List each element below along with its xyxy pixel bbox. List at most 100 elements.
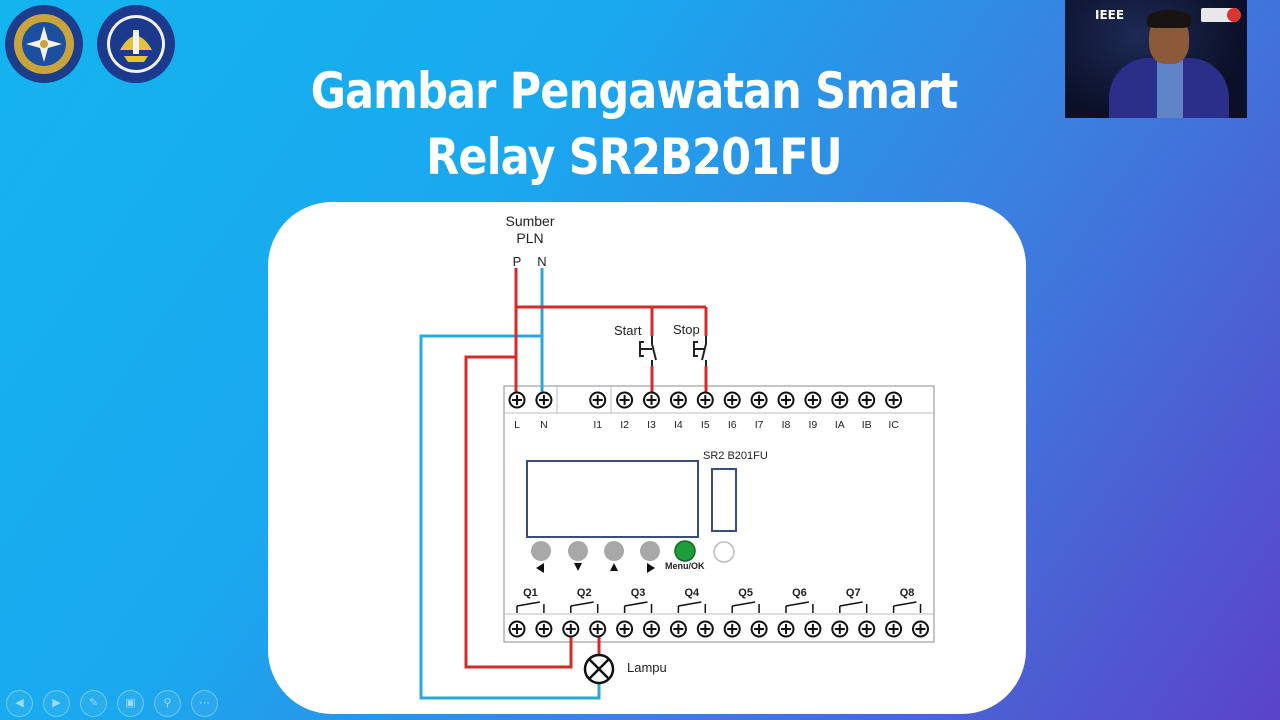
input-screw-n [535,391,553,409]
more-icon[interactable]: ⋯ [191,690,218,717]
left-key [531,541,551,561]
neutral-wire-to-lamp [419,334,601,700]
terminal-label-i5: I5 [701,419,710,431]
terminal-label-ic: IC [888,419,899,431]
presentation-toolbar: ◀ ▶ ✎ ▣ ⚲ ⋯ [6,690,218,717]
terminal-label-i1: I1 [593,419,602,431]
output-screw-15 [885,620,903,638]
lamp-symbol [583,653,615,685]
next-icon[interactable]: ▶ [43,690,70,717]
terminal-label-i8: I8 [782,419,791,431]
power-source-label-line2: PLN [516,230,543,246]
output-label-q2: Q2 [577,587,592,599]
output-screw-terminals [508,620,929,638]
output-label-q8: Q8 [900,587,915,599]
lcd-display [526,460,699,538]
output-screw-12 [804,620,822,638]
slides-icon[interactable]: ▣ [117,690,144,717]
universitas-negeri-yogyakarta-logo [96,4,176,84]
output-screw-1 [508,620,526,638]
stop-pushbutton [693,336,707,366]
previous-icon[interactable]: ◀ [6,690,33,717]
output-label-q5: Q5 [738,587,753,599]
input-screw-i2 [616,391,634,409]
terminal-label-i2: I2 [620,419,629,431]
input-screw-ic [885,391,903,409]
output-screw-7 [669,620,687,638]
down-key [568,541,588,561]
school-emblem-logo [4,4,84,84]
output-screw-3 [562,620,580,638]
phase-to-q2-common [464,355,573,669]
pen-icon[interactable]: ✎ [80,690,107,717]
presenter-hair [1147,10,1191,28]
terminal-label-l: L [514,419,520,431]
relay-contact-q6 [785,601,814,613]
start-label: Start [614,323,642,338]
terminal-label-n: N [540,419,548,431]
output-label-q1: Q1 [523,587,538,599]
menu-ok-label: Menu/OK [665,561,705,571]
slide-title-line2: Relay SR2B201FU [426,128,842,186]
neutral-wires [419,268,601,700]
output-screw-13 [831,620,849,638]
webcam-overlay-text: IEEE [1095,8,1125,22]
left-arrow-icon [536,563,544,573]
presenter-shirt [1157,60,1183,118]
output-screw-9 [723,620,741,638]
output-screw-10 [750,620,768,638]
start-pushbutton [639,336,657,366]
terminal-label-i7: I7 [755,419,764,431]
input-screw-i4 [669,391,687,409]
stop-label: Stop [673,322,700,337]
output-screw-4 [589,620,607,638]
esc-key [713,541,735,563]
output-screw-8 [696,620,714,638]
input-screw-i3 [643,391,660,409]
power-source-label-line1: Sumber [505,213,554,229]
terminal-label-i6: I6 [728,419,737,431]
input-screw-i5 [696,391,714,409]
lamp-label: Lampu [627,660,667,675]
input-screw-i8 [777,391,795,409]
relay-contact-q2 [570,601,599,613]
neutral-label: N [537,254,546,269]
output-label-q3: Q3 [631,587,646,599]
webcam-video-feed: IEEE [1065,0,1247,118]
relay-contact-q1 [516,601,545,613]
output-screw-2 [535,620,553,638]
input-screw-terminals [508,391,903,409]
input-screw-ia [831,391,849,409]
zoom-icon[interactable]: ⚲ [154,690,181,717]
phase-wires [464,268,708,669]
terminal-label-ia: IA [835,419,845,431]
output-screw-6 [643,620,660,638]
terminal-label-i3: I3 [647,419,656,431]
relay-contact-q7 [839,601,868,613]
down-arrow-icon [574,563,582,571]
output-label-q7: Q7 [846,587,861,599]
output-screw-16 [912,620,929,638]
input-screw-i7 [750,391,768,409]
up-key [604,541,624,561]
output-label-q6: Q6 [792,587,807,599]
relay-contact-q5 [731,601,760,613]
relay-contact-q3 [623,601,653,613]
cartridge-slot [711,468,737,532]
relay-contact-q8 [892,601,922,613]
output-screw-14 [858,620,876,638]
output-screw-5 [616,620,634,638]
webcam-badge-icon [1201,8,1241,22]
up-arrow-icon [610,563,618,571]
input-screw-ib [858,391,876,409]
device-model-label: SR2 B201FU [703,450,768,462]
input-screw-i1 [589,391,607,409]
terminal-label-ib: IB [862,419,872,431]
ok-key [674,540,696,562]
input-screw-i9 [804,391,822,409]
slide-title-line1: Gambar Pengawatan Smart [310,62,959,120]
right-arrow-icon [647,563,655,573]
